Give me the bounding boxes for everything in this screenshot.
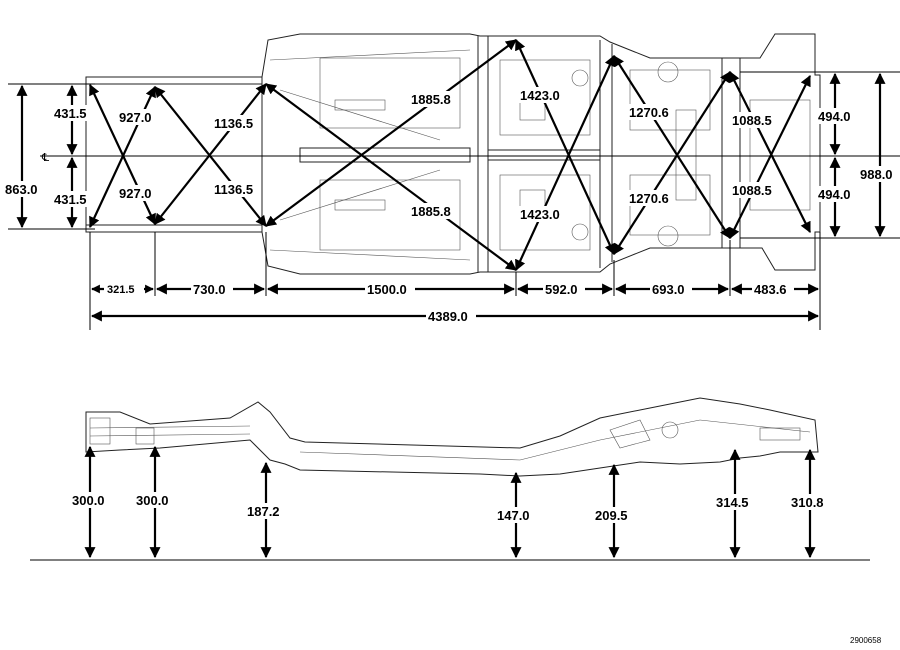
dim-seg6: 483.6 — [754, 282, 787, 297]
dim-long-b: 1885.8 — [411, 204, 451, 219]
dim-mid-a: 1136.5 — [214, 116, 253, 131]
dim-seg3: 1500.0 — [367, 282, 407, 297]
dim-total-length: 4389.0 — [428, 309, 468, 324]
length-dimensions: 321.5 730.0 1500.0 592.0 693.0 483.6 438… — [89, 232, 821, 330]
dim-right-total: 988.0 — [860, 167, 893, 182]
dim-tail-a: 1088.5 — [732, 113, 772, 128]
dim-seg5: 693.0 — [652, 282, 685, 297]
dim-rear-b: 1270.6 — [629, 191, 669, 206]
height-5: 209.5 — [595, 508, 628, 523]
diagonal-labels: 927.0 927.0 1136.5 1136.5 1885.8 1885.8 … — [116, 87, 778, 222]
height-1: 300.0 — [72, 493, 105, 508]
centerline-label: ℄ — [41, 152, 49, 164]
height-6: 314.5 — [716, 495, 749, 510]
height-4: 147.0 — [497, 508, 530, 523]
dim-right-lower: 494.0 — [818, 187, 851, 202]
dim-right-upper: 494.0 — [818, 109, 851, 124]
dim-front-a: 927.0 — [119, 110, 152, 125]
height-3: 187.2 — [247, 504, 280, 519]
dim-seg2: 730.0 — [193, 282, 226, 297]
dim-left-lower: 431.5 — [54, 192, 87, 207]
dim-front-b: 927.0 — [119, 186, 152, 201]
dim-left-total: 863.0 — [5, 182, 38, 197]
dim-long-a: 1885.8 — [411, 92, 451, 107]
dim-mid-b: 1136.5 — [214, 182, 253, 197]
dim-left-upper: 431.5 — [54, 106, 87, 121]
figure-number: 2900658 — [850, 636, 882, 645]
dim-seg1: 321.5 — [107, 284, 135, 296]
dim-seg4: 592.0 — [545, 282, 578, 297]
dim-center-b: 1423.0 — [520, 207, 560, 222]
height-7: 310.8 — [791, 495, 824, 510]
height-2: 300.0 — [136, 493, 169, 508]
side-view-heights: 300.0 300.0 187.2 147.0 209.5 314.5 310.… — [70, 445, 831, 559]
top-view-diagonals — [89, 38, 811, 272]
top-view-frame-outline — [85, 33, 821, 275]
side-view-frame — [85, 397, 819, 477]
dim-tail-b: 1088.5 — [732, 183, 772, 198]
left-width-dimensions: 863.0 431.5 431.5 — [3, 84, 92, 229]
dim-center-a: 1423.0 — [520, 88, 560, 103]
right-width-dimensions: 494.0 494.0 988.0 — [816, 72, 898, 238]
dim-rear-a: 1270.6 — [629, 105, 669, 120]
